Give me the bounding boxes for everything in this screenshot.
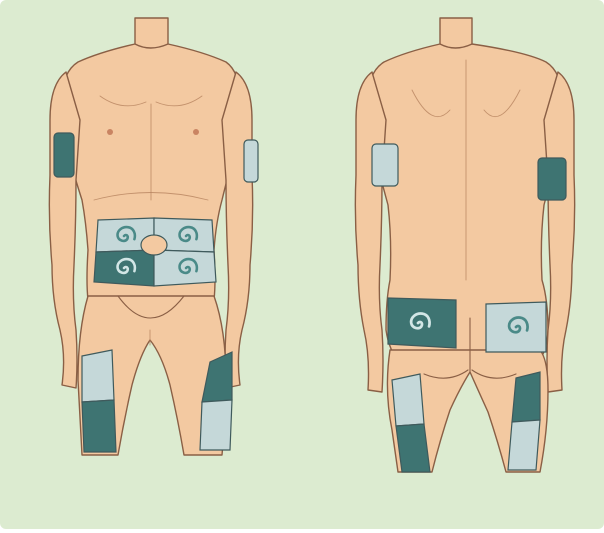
navel-cutout bbox=[141, 235, 167, 255]
front-thigh-right-lower-zone bbox=[82, 400, 116, 452]
back-thigh-left-upper-zone bbox=[392, 374, 424, 426]
front-thigh-right-upper-zone bbox=[82, 350, 114, 402]
front-upper-arm-left-zone bbox=[244, 140, 258, 182]
back-thigh-left-lower-zone bbox=[396, 424, 430, 472]
front-thigh-left-lower-zone bbox=[200, 400, 232, 450]
back-thigh-right-upper-zone bbox=[512, 372, 540, 422]
back-upper-arm-right-zone bbox=[538, 158, 566, 200]
back-thigh-right-lower-zone bbox=[508, 420, 540, 470]
front-upper-arm-right-zone bbox=[54, 133, 74, 177]
back-upper-arm-left-zone bbox=[372, 144, 398, 186]
